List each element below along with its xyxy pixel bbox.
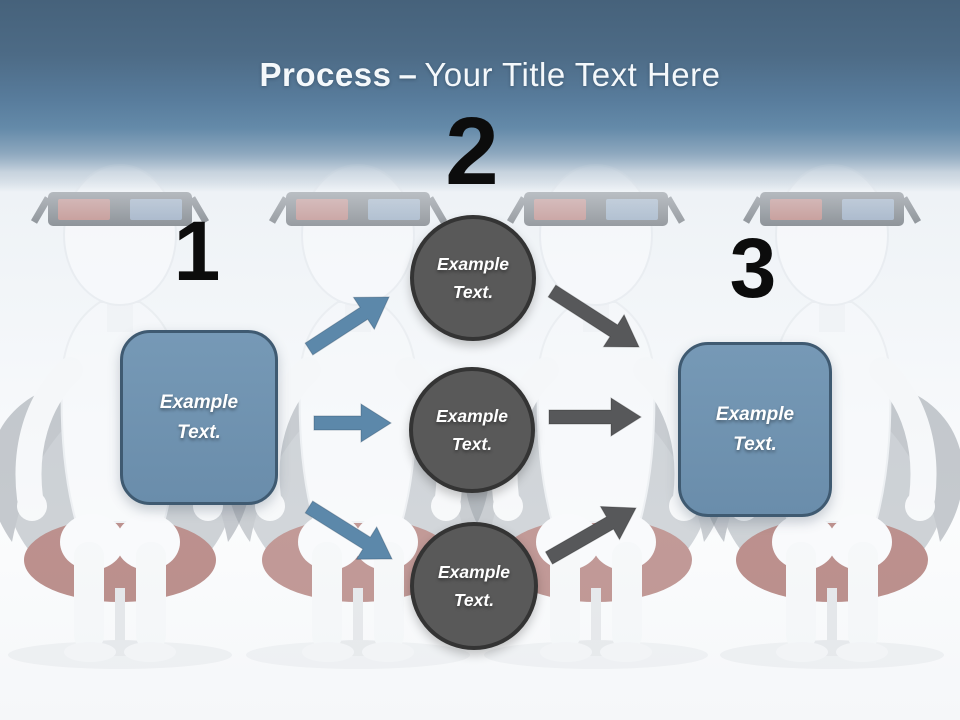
process-circle-middle[interactable]: Example Text. [409,367,535,493]
title-subtitle: Your Title Text Here [424,56,721,93]
arrow-box1-to-bottom-circle[interactable] [304,500,393,560]
process-circle-top-label: Example Text. [437,254,509,302]
step-number-3[interactable]: 3 [729,221,777,315]
slide-title[interactable]: Process–Your Title Text Here [10,55,960,95]
process-box-1[interactable]: Example Text. [120,330,278,505]
title-dash: – [398,56,418,93]
title-bold-word: Process [259,56,392,93]
arrow-bottom-circle-to-box3[interactable] [544,505,637,565]
process-circle-middle-label: Example Text. [436,406,508,454]
arrow-top-circle-to-box3[interactable] [547,284,640,348]
process-box-1-label: Example Text. [159,391,239,443]
process-circle-top[interactable]: Example Text. [410,215,536,341]
step-number-2[interactable]: 2 [445,98,499,205]
process-box-3[interactable]: Example Text. [678,342,832,517]
arrow-box1-to-middle-circle[interactable] [313,403,392,443]
process-circle-bottom[interactable]: Example Text. [410,522,538,650]
arrow-middle-circle-to-box3[interactable] [548,397,642,437]
process-circle-bottom-label: Example Text. [438,562,510,610]
arrow-box1-to-top-circle[interactable] [304,296,390,356]
step-number-1[interactable]: 1 [173,204,221,298]
process-box-3-label: Example Text. [715,403,795,455]
